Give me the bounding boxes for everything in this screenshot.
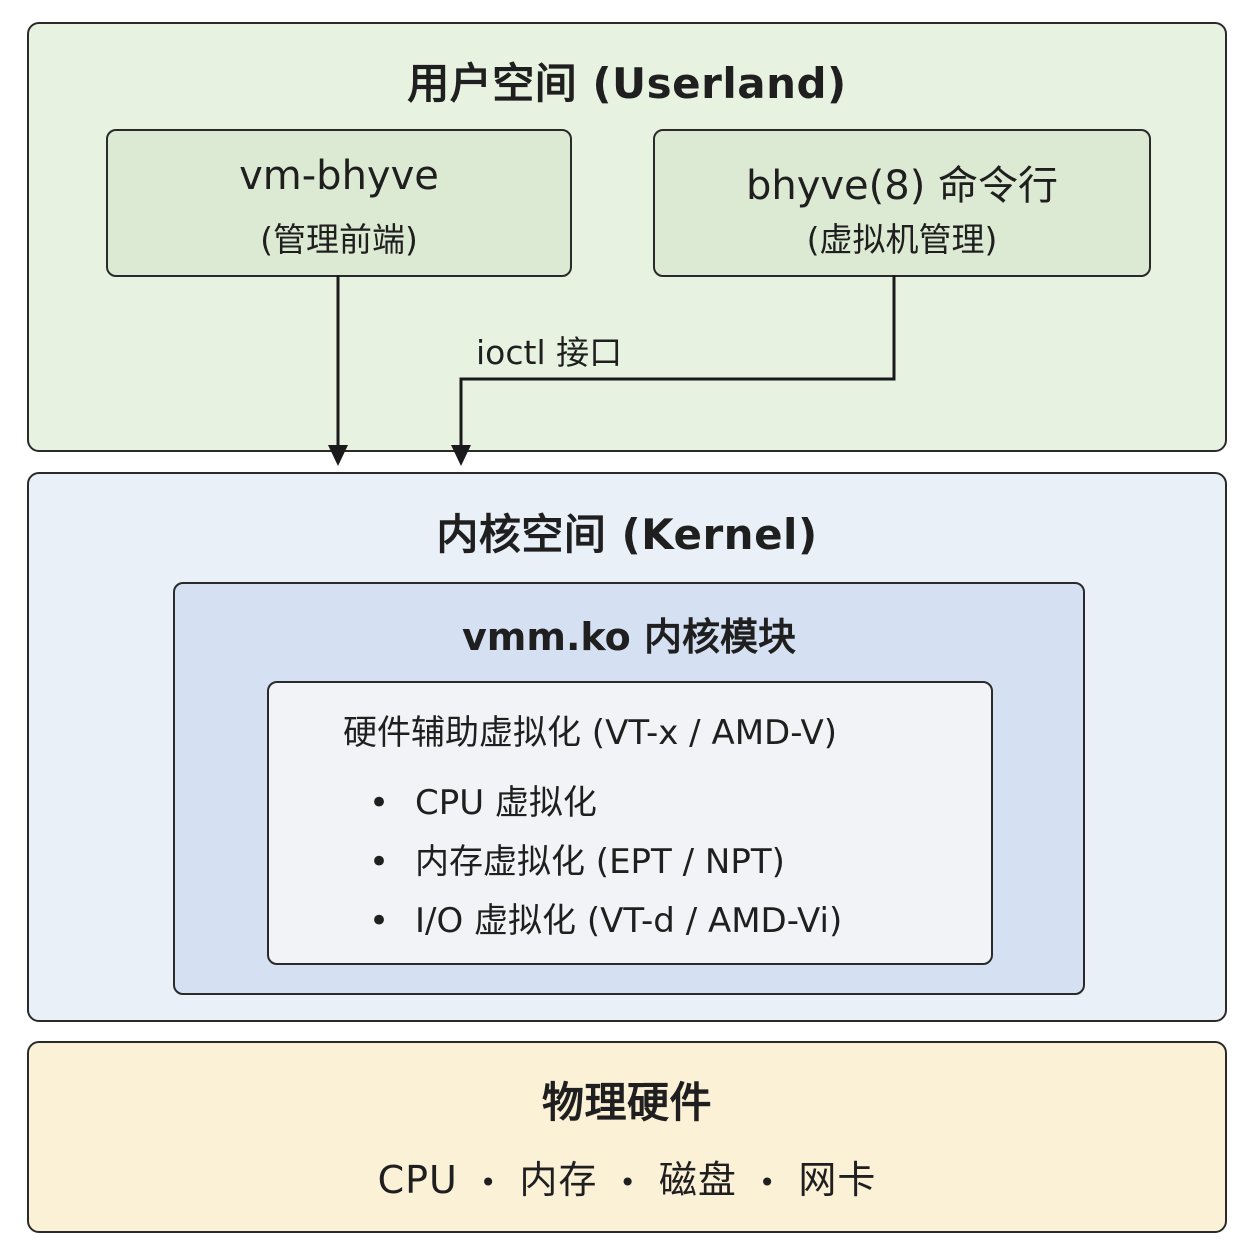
bhyve-cli-desc: (虚拟机管理) — [806, 220, 998, 259]
bullet-text: I/O 虚拟化 (VT-d / AMD-Vi) — [415, 901, 843, 941]
bhyve-cli-box: bhyve(8) 命令行 (虚拟机管理) — [653, 129, 1151, 277]
separator-dot: • — [479, 1166, 498, 1199]
hw-assist-title: 硬件辅助虚拟化 (VT-x / AMD-V) — [343, 713, 838, 753]
hardware-layer: 物理硬件 CPU • 内存 • 磁盘 • 网卡 — [27, 1041, 1227, 1233]
vmm-module-box: vmm.ko 内核模块 硬件辅助虚拟化 (VT-x / AMD-V) • CPU … — [173, 582, 1085, 995]
hw-item-memory: 内存 — [519, 1158, 598, 1202]
hw-assist-box: 硬件辅助虚拟化 (VT-x / AMD-V) • CPU 虚拟化 • 内存虚拟化 (… — [267, 681, 993, 965]
vm-bhyve-name: vm-bhyve — [239, 153, 439, 199]
bullet-text: CPU 虚拟化 — [415, 783, 597, 823]
ioctl-label: ioctl 接口 — [476, 333, 623, 372]
vm-bhyve-desc: (管理前端) — [260, 220, 418, 259]
vmm-module-title: vmm.ko 内核模块 — [462, 615, 796, 659]
hardware-title: 物理硬件 — [541, 1078, 712, 1127]
bullet-item: • 内存虚拟化 (EPT / NPT) — [369, 834, 785, 883]
bullet-item: • I/O 虚拟化 (VT-d / AMD-Vi) — [369, 893, 842, 942]
hw-item-cpu: CPU — [377, 1158, 458, 1202]
bullet-dot: • — [369, 783, 390, 823]
bhyve-cli-arrow-line — [459, 275, 896, 448]
separator-dot: • — [619, 1166, 637, 1199]
hw-item-disk: 磁盘 — [658, 1158, 737, 1202]
bullet-item: • CPU 虚拟化 — [369, 775, 597, 824]
bhyve-cli-arrowhead — [451, 445, 471, 466]
hardware-items: CPU • 内存 • 磁盘 • 网卡 — [29, 1149, 1225, 1204]
bullet-dot: • — [369, 842, 390, 882]
bullet-text: 内存虚拟化 (EPT / NPT) — [415, 842, 785, 882]
hw-item-nic: 网卡 — [798, 1158, 877, 1202]
userland-title: 用户空间 (Userland) — [407, 59, 847, 108]
kernel-title: 内核空间 (Kernel) — [436, 510, 818, 559]
bullet-dot: • — [369, 901, 390, 941]
bhyve-cli-name: bhyve(8) 命令行 — [745, 163, 1059, 209]
separator-dot: • — [758, 1166, 777, 1199]
kernel-layer: 内核空间 (Kernel) vmm.ko 内核模块 硬件辅助虚拟化 (VT-x … — [27, 472, 1227, 1022]
vm-bhyve-arrowhead — [328, 445, 348, 466]
